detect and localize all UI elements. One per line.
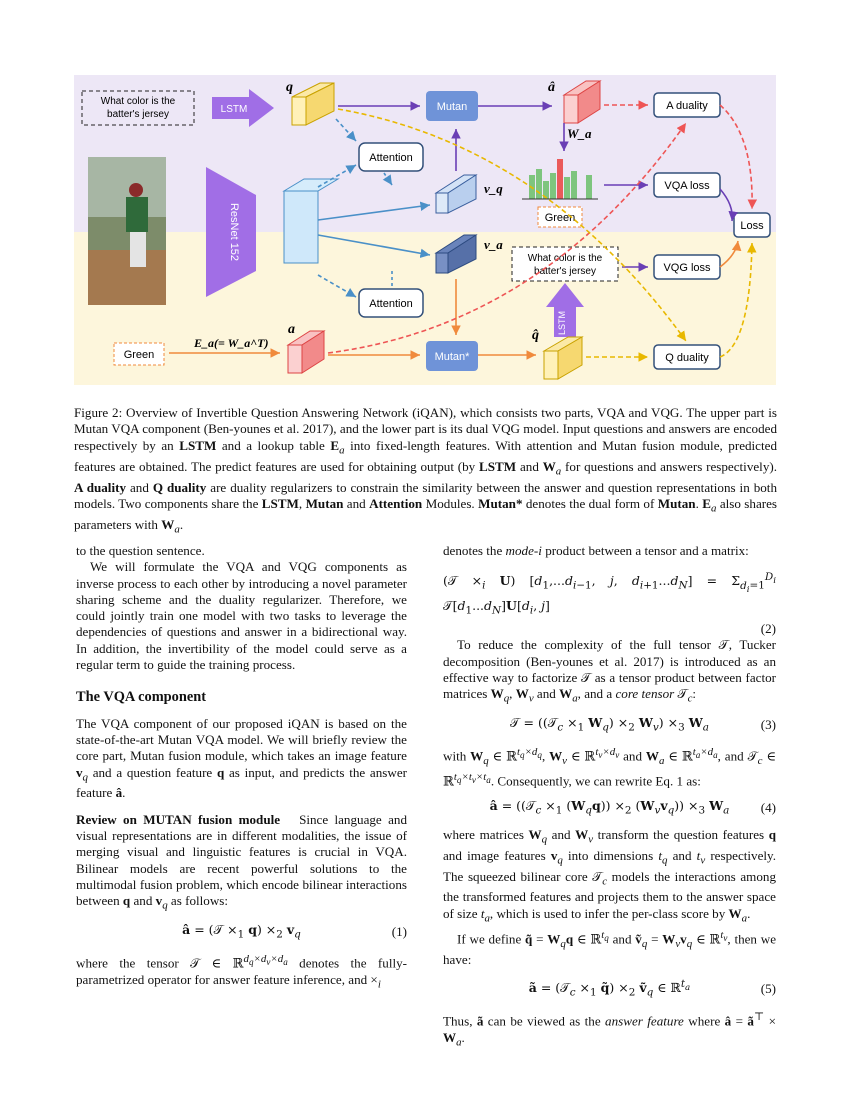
mutan-star-label: Mutan* <box>435 351 471 363</box>
caption-bold: W <box>542 458 556 474</box>
attention-top-box <box>358 142 424 172</box>
caption-text: Modules. <box>422 496 479 512</box>
mutan-star-box <box>426 341 478 371</box>
caption-text: Figure 2: Overview of Invertible Questio… <box>74 405 777 453</box>
caption-text: and a lookup table <box>216 437 331 453</box>
caption-bold: Mutan <box>305 496 344 512</box>
equation-3: 𝒯 = ((𝒯c ×1 Wq) ×2 Wv) ×3 Wa(3) <box>509 715 776 734</box>
resnet-label: ResNet 152 <box>228 203 240 261</box>
figure-caption: Figure 2: Overview of Invertible Questio… <box>74 405 778 536</box>
caption-bold: Attention <box>369 496 423 512</box>
caption-text: are duality regularizers to constrain th… <box>74 479 777 512</box>
caption-text: into fixed-length features. With attenti… <box>74 437 777 474</box>
left-paragraph-4: Review on MUTAN fusion module Since lang… <box>76 811 407 912</box>
mutan-label: Mutan <box>437 101 468 113</box>
q-label: q <box>286 80 293 95</box>
lstm-label: LSTM <box>221 104 248 115</box>
caption-bold: LSTM <box>261 496 299 512</box>
right-paragraph-1: denotes the mode-i product between a ten… <box>443 543 749 558</box>
w-a-label: W_a <box>567 126 592 141</box>
caption-text: and <box>343 496 370 512</box>
caption-bold: Q duality <box>152 479 207 495</box>
answer-output-text: Green <box>545 212 576 224</box>
a-duality-label: A duality <box>666 100 708 112</box>
left-column: to the question sentence. We will formul… <box>76 543 407 993</box>
q-duality-label: Q duality <box>665 352 709 364</box>
q-hat-label: q̂ <box>532 328 539 343</box>
attention-top-label: Attention <box>369 152 412 164</box>
a-hat-label: â <box>548 80 555 95</box>
ea-label: E_a(= W_a^T) <box>193 336 268 350</box>
right-column: denotes the mode-i product between a ten… <box>443 543 776 1051</box>
caption-bold: E <box>702 496 711 512</box>
question-input-text-2: batter's jersey <box>107 109 169 120</box>
caption-text: and <box>126 479 153 495</box>
caption-bold: Mutan* <box>478 496 523 512</box>
caption-text: for questions and answers respectively). <box>561 458 777 474</box>
attention-bottom-box <box>358 288 424 318</box>
vqa-loss-label: VQA loss <box>664 180 710 192</box>
equation-2-number: (2) <box>760 621 776 637</box>
caption-bold: LSTM <box>479 458 517 474</box>
left-paragraph-2: We will formulate the VQA and VQG compon… <box>76 559 407 673</box>
caption-bold: A duality <box>74 479 126 495</box>
question-input-text-1: What color is the <box>101 96 176 107</box>
subsection-heading: Review on MUTAN fusion module <box>76 811 281 827</box>
answer-input-box <box>113 342 165 366</box>
q-vector <box>291 82 335 126</box>
v-q-vector <box>434 174 478 214</box>
right-paragraph-3: with Wq ∈ ℝtq×dq, Wv ∈ ℝtv×dv and Wa ∈ ℝ… <box>443 746 777 789</box>
equation-2: (𝒯 ×i U) [d1,...di−1, j, di+1...dN] = Σd… <box>443 571 777 617</box>
caption-bold: W <box>161 517 175 533</box>
right-paragraph-6: Thus, ã can be viewed as the answer feat… <box>443 1011 776 1049</box>
caption-text: also shares parameters with <box>74 496 778 533</box>
caption-text: and <box>516 458 543 474</box>
loss-box <box>733 212 771 238</box>
v-a-label: v_a <box>484 237 503 252</box>
q-hat-vector <box>542 336 584 380</box>
right-paragraph-2: To reduce the complexity of the full ten… <box>443 637 776 705</box>
equation-5: ã = (𝒯c ×1 q̃) ×2 ṽq ∈ ℝta(5) <box>528 978 776 999</box>
generated-question-text-2: batter's jersey <box>534 266 596 277</box>
section-heading: The VQA component <box>76 689 207 706</box>
image-feature-map <box>282 178 340 264</box>
caption-text: denotes the dual form of <box>522 496 658 512</box>
caption-text: , <box>298 496 306 512</box>
answer-input-text: Green <box>124 349 155 361</box>
flow-arrows <box>169 100 758 362</box>
left-paragraph-3: The VQA component of our proposed iQAN i… <box>76 715 408 801</box>
answer-output-box <box>537 206 583 228</box>
a-vector <box>286 330 326 374</box>
caption-bold: E <box>330 437 340 453</box>
lstm-up-arrow <box>546 283 584 337</box>
vqg-loss-label: VQG loss <box>663 262 711 274</box>
a-label: a <box>288 322 295 337</box>
caption-text: . <box>179 517 184 533</box>
loss-label: Loss <box>740 220 764 232</box>
vqa-loss-box <box>653 172 721 198</box>
lstm-up-label: LSTM <box>557 311 567 335</box>
equation-4: â = ((𝒯c ×1 (Wqq)) ×2 (Wvvq)) ×3 Wa(4) <box>489 797 776 817</box>
resnet-block <box>206 167 256 297</box>
equation-1: â = (𝒯 ×1 q) ×2 vq(1) <box>182 922 407 941</box>
lstm-arrow <box>212 89 274 127</box>
left-paragraph-5: where the tensor 𝒯 ∈ ℝdq×dv×da denotes t… <box>76 952 408 991</box>
left-paragraph-1: to the question sentence. <box>76 543 205 558</box>
mutan-box <box>426 91 478 121</box>
v-a-vector <box>434 234 478 274</box>
question-input-box <box>81 90 195 126</box>
a-hat-vector <box>562 80 602 124</box>
figure-iqan-overview: What color is the batter's jersey LSTM q… <box>74 75 776 385</box>
batter-photo <box>88 157 166 305</box>
right-paragraph-5: If we define q̃ = Wqq ∈ ℝtq and ṽq = Wvv… <box>443 928 777 967</box>
right-paragraph-4: where matrices Wq and Wv transform the q… <box>443 826 777 925</box>
attention-bottom-label: Attention <box>369 298 412 310</box>
caption-bold: LSTM <box>179 437 217 453</box>
caption-bold: Mutan <box>657 496 696 512</box>
generated-question-text-1: What color is the <box>528 253 603 264</box>
caption-text: . <box>695 496 703 512</box>
v-q-label: v_q <box>484 181 503 196</box>
